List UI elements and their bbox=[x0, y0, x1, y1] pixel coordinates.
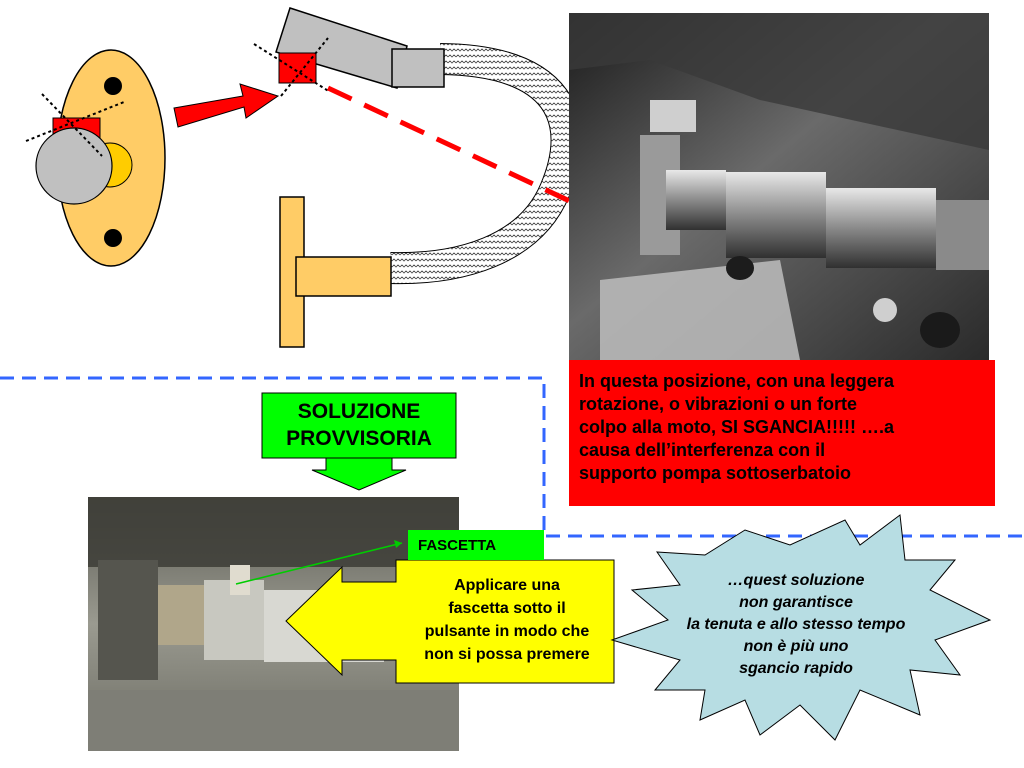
burst-line: non è più uno bbox=[743, 638, 849, 655]
warning-line: causa dell’interferenza con il bbox=[579, 440, 826, 460]
solution-line: SOLUZIONE bbox=[297, 400, 421, 423]
connector-cut-line-2 bbox=[280, 37, 329, 97]
photo-hose-ferrule bbox=[826, 188, 936, 268]
connector-diagram bbox=[253, 7, 445, 97]
apply-line: Applicare una bbox=[454, 577, 560, 594]
burst-line: non garantisce bbox=[739, 594, 853, 611]
apply-instruction: Applicare una fascetta sotto il pulsante… bbox=[398, 574, 616, 666]
photo-bottom-bracket bbox=[98, 560, 158, 680]
cut-line-1 bbox=[41, 93, 103, 157]
photo-connector-mounted bbox=[569, 13, 989, 360]
arrow-right-icon bbox=[173, 83, 280, 128]
photo-bottom-shadow bbox=[88, 497, 459, 567]
fascetta-pointer-head bbox=[394, 540, 402, 548]
t-fitting-diagram bbox=[279, 196, 392, 348]
arrow-left-icon bbox=[285, 559, 615, 684]
t-fitting-arm bbox=[295, 256, 392, 297]
solution-line: PROVVISORIA bbox=[286, 427, 432, 450]
fascetta-pointer-line bbox=[235, 542, 403, 585]
photo-quick-connector bbox=[726, 172, 826, 258]
oval-mount-diagram bbox=[25, 49, 166, 267]
burst-note: …quest soluzione non garantisce la tenut… bbox=[660, 570, 932, 680]
connector-body bbox=[275, 7, 408, 89]
photo-release-button bbox=[726, 256, 754, 280]
solution-arrowhead bbox=[311, 457, 407, 491]
solution-label: SOLUZIONE PROVVISORIA bbox=[262, 398, 456, 452]
apply-line: pulsante in modo che bbox=[424, 623, 590, 640]
warning-line: colpo alla moto, SI SGANCIA!!!!! ….a bbox=[579, 417, 895, 437]
photo-bottom-nut bbox=[158, 585, 204, 645]
hose-braid bbox=[389, 44, 582, 284]
connector-nipple bbox=[391, 48, 445, 88]
hose-diagram bbox=[389, 43, 583, 285]
burst-line: …quest soluzione bbox=[727, 572, 865, 589]
burst-line: sgancio rapido bbox=[739, 660, 853, 677]
photo-braided-hose bbox=[936, 200, 989, 270]
burst-callout bbox=[610, 514, 992, 741]
warning-line: rotazione, o vibrazioni o un forte bbox=[579, 394, 858, 414]
photo-connector-with-clamp bbox=[88, 497, 459, 751]
photo-bolt-small bbox=[873, 298, 897, 322]
arrow-down-icon bbox=[261, 392, 457, 491]
warning-line: In questa posizione, con una leggera bbox=[579, 371, 895, 391]
apply-line: fascetta sotto il bbox=[448, 600, 566, 617]
photo-bracket bbox=[650, 100, 696, 132]
photo-hex-nut bbox=[666, 170, 726, 230]
connector-cut-line-1 bbox=[253, 43, 331, 93]
photo-bottom-base bbox=[88, 690, 459, 751]
warning-callout: In questa posizione, con una leggera rot… bbox=[569, 360, 995, 506]
connector-face-gray bbox=[35, 127, 113, 205]
photo-bottom-tab bbox=[230, 565, 250, 595]
section-divider-line bbox=[0, 376, 1024, 538]
warning-line: supporto pompa sottoserbatoio bbox=[579, 463, 851, 483]
fascetta-label: FASCETTA bbox=[408, 530, 544, 560]
burst-line: la tenuta e allo stesso tempo bbox=[686, 616, 906, 633]
photo-bolt-head bbox=[920, 312, 960, 348]
mount-hole-bottom bbox=[104, 229, 122, 247]
apply-line: non si possa premere bbox=[424, 646, 590, 663]
photo-pump-support bbox=[600, 260, 800, 360]
mount-hole-top bbox=[104, 77, 122, 95]
photo-shadow-top bbox=[569, 13, 989, 150]
connector-button-red bbox=[278, 52, 317, 84]
